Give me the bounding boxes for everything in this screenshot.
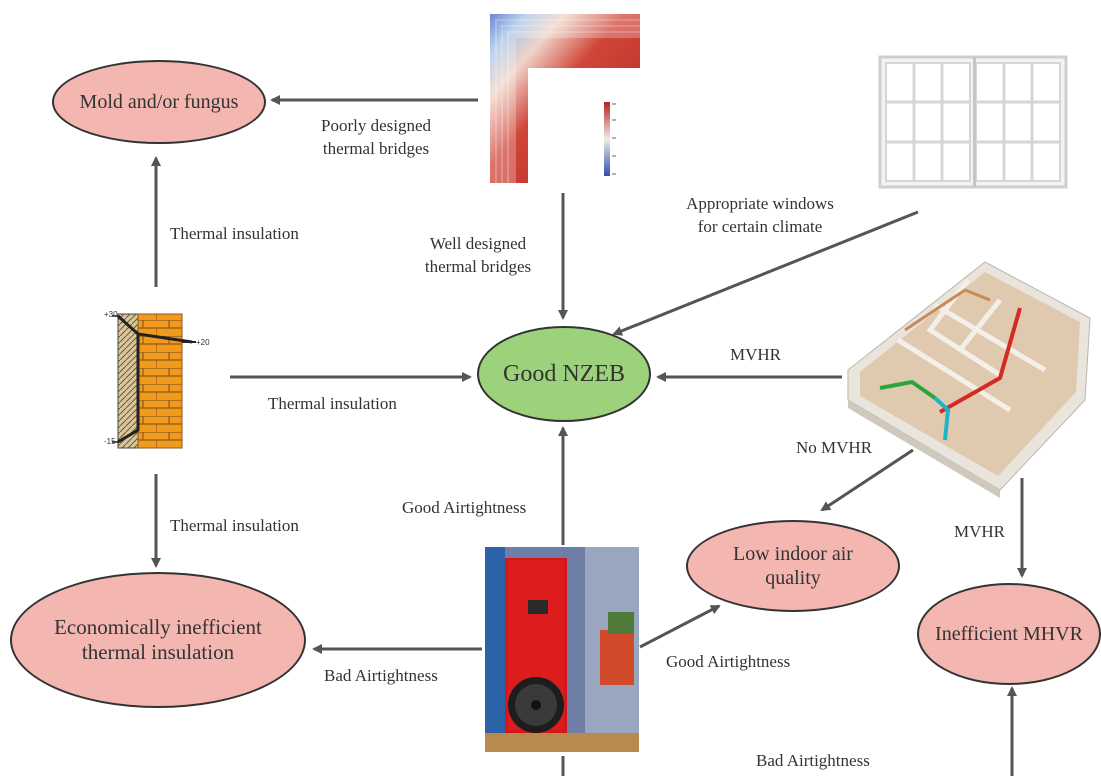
label-bad-airtightness-left: Bad Airtightness (324, 666, 438, 685)
node-economically-inefficient: Economically inefficient thermal insulat… (10, 572, 306, 708)
arrow-photo-to-iaq (639, 604, 721, 649)
thermal-legend-bar (604, 102, 610, 176)
label-good-airtightness-up: Good Airtightness (402, 498, 527, 517)
label-well-designed: Well designed thermal bridges (424, 234, 532, 276)
blower-door-photo (485, 547, 639, 752)
label-mvhr-down: MVHR (954, 522, 1006, 541)
node-mold-fungus-label: Mold and/or fungus (79, 91, 239, 113)
label-no-mvhr: No MVHR (796, 438, 873, 457)
node-low-indoor-air-quality-label: Low indoor air quality (733, 543, 853, 589)
wall-temperature-diagram (112, 313, 196, 449)
thermal-bridge-image (490, 14, 640, 183)
label-thermal-insulation-right: Thermal insulation (268, 394, 397, 413)
node-good-nzeb: Good NZEB (477, 326, 651, 422)
node-inefficient-mhvr: Inefficient MHVR (917, 583, 1101, 685)
node-low-indoor-air-quality: Low indoor air quality (686, 520, 900, 612)
arrow-house-to-iaq (820, 448, 914, 512)
arrow-window-to-nzeb (612, 210, 919, 336)
window-image (878, 55, 1068, 189)
label-poorly-designed: Poorly designed thermal bridges (320, 116, 432, 158)
label-good-airtightness-right: Good Airtightness (666, 652, 791, 671)
wall-right-value: +20 (196, 338, 210, 347)
label-appropriate-windows: Appropriate windows for certain climate (686, 194, 834, 236)
wall-top-value: +30 (104, 310, 118, 319)
node-inefficient-mhvr-label: Inefficient MHVR (935, 623, 1083, 645)
label-thermal-insulation-down: Thermal insulation (170, 516, 299, 535)
wall-bottom-value: -15 (104, 437, 116, 446)
arrows (151, 95, 1027, 776)
label-bad-airtightness-bottom: Bad Airtightness (756, 751, 870, 770)
node-economically-inefficient-label: Economically inefficient thermal insulat… (54, 614, 262, 664)
house-mvhr-image (847, 261, 1091, 498)
node-mold-fungus: Mold and/or fungus (52, 60, 266, 144)
label-thermal-insulation-up: Thermal insulation (170, 224, 299, 243)
node-good-nzeb-label: Good NZEB (503, 360, 625, 387)
label-mvhr-left: MVHR (730, 345, 782, 364)
